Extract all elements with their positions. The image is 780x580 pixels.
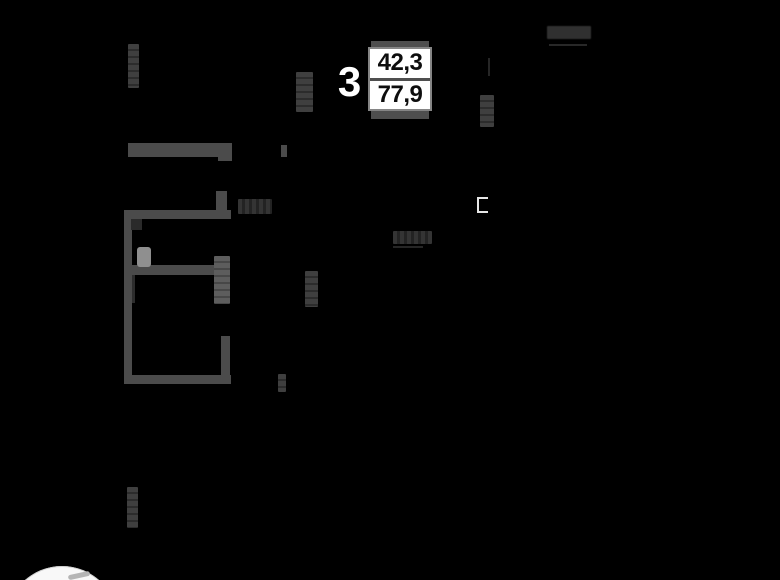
sink-fixture-icon: [137, 247, 151, 267]
unit-area-card[interactable]: 3 42,3 77,9: [330, 40, 440, 120]
dimension-tick: [393, 246, 423, 248]
radiator-icon: [278, 374, 286, 392]
compass-needle-icon: [67, 570, 91, 580]
wall-segment: [127, 375, 231, 384]
compass-circle-icon: [6, 566, 118, 580]
wall-segment: [218, 155, 232, 161]
radiator-icon: [127, 487, 138, 528]
radiator-icon: [296, 72, 313, 112]
wall-bracket-icon: [477, 197, 488, 213]
rooms-count: 3: [337, 58, 361, 105]
total-area-value: 77,9: [370, 80, 430, 109]
wall-segment: [216, 191, 227, 212]
radiator-icon: [305, 271, 318, 307]
wall-segment: [124, 210, 132, 384]
wall-segment: [131, 265, 221, 275]
wall-segment: [281, 145, 287, 157]
dimension-label-blur: [393, 231, 432, 244]
dimension-label-blur: [238, 199, 272, 214]
door-block: [131, 219, 142, 230]
watermark-logo: [549, 44, 587, 46]
wall-segment: [488, 58, 490, 76]
wall-segment: [221, 336, 230, 384]
radiator-icon: [214, 256, 230, 304]
wall-segment: [131, 273, 135, 303]
living-area-value: 42,3: [370, 49, 430, 78]
area-box: 42,3 77,9: [368, 47, 432, 111]
card-tab-bottom: [371, 111, 429, 119]
radiator-icon: [128, 44, 139, 88]
wall-segment: [124, 210, 231, 219]
card-tab-top: [371, 41, 429, 48]
wall-segment: [128, 143, 232, 157]
watermark-logo: [547, 26, 591, 39]
radiator-icon: [480, 95, 494, 127]
